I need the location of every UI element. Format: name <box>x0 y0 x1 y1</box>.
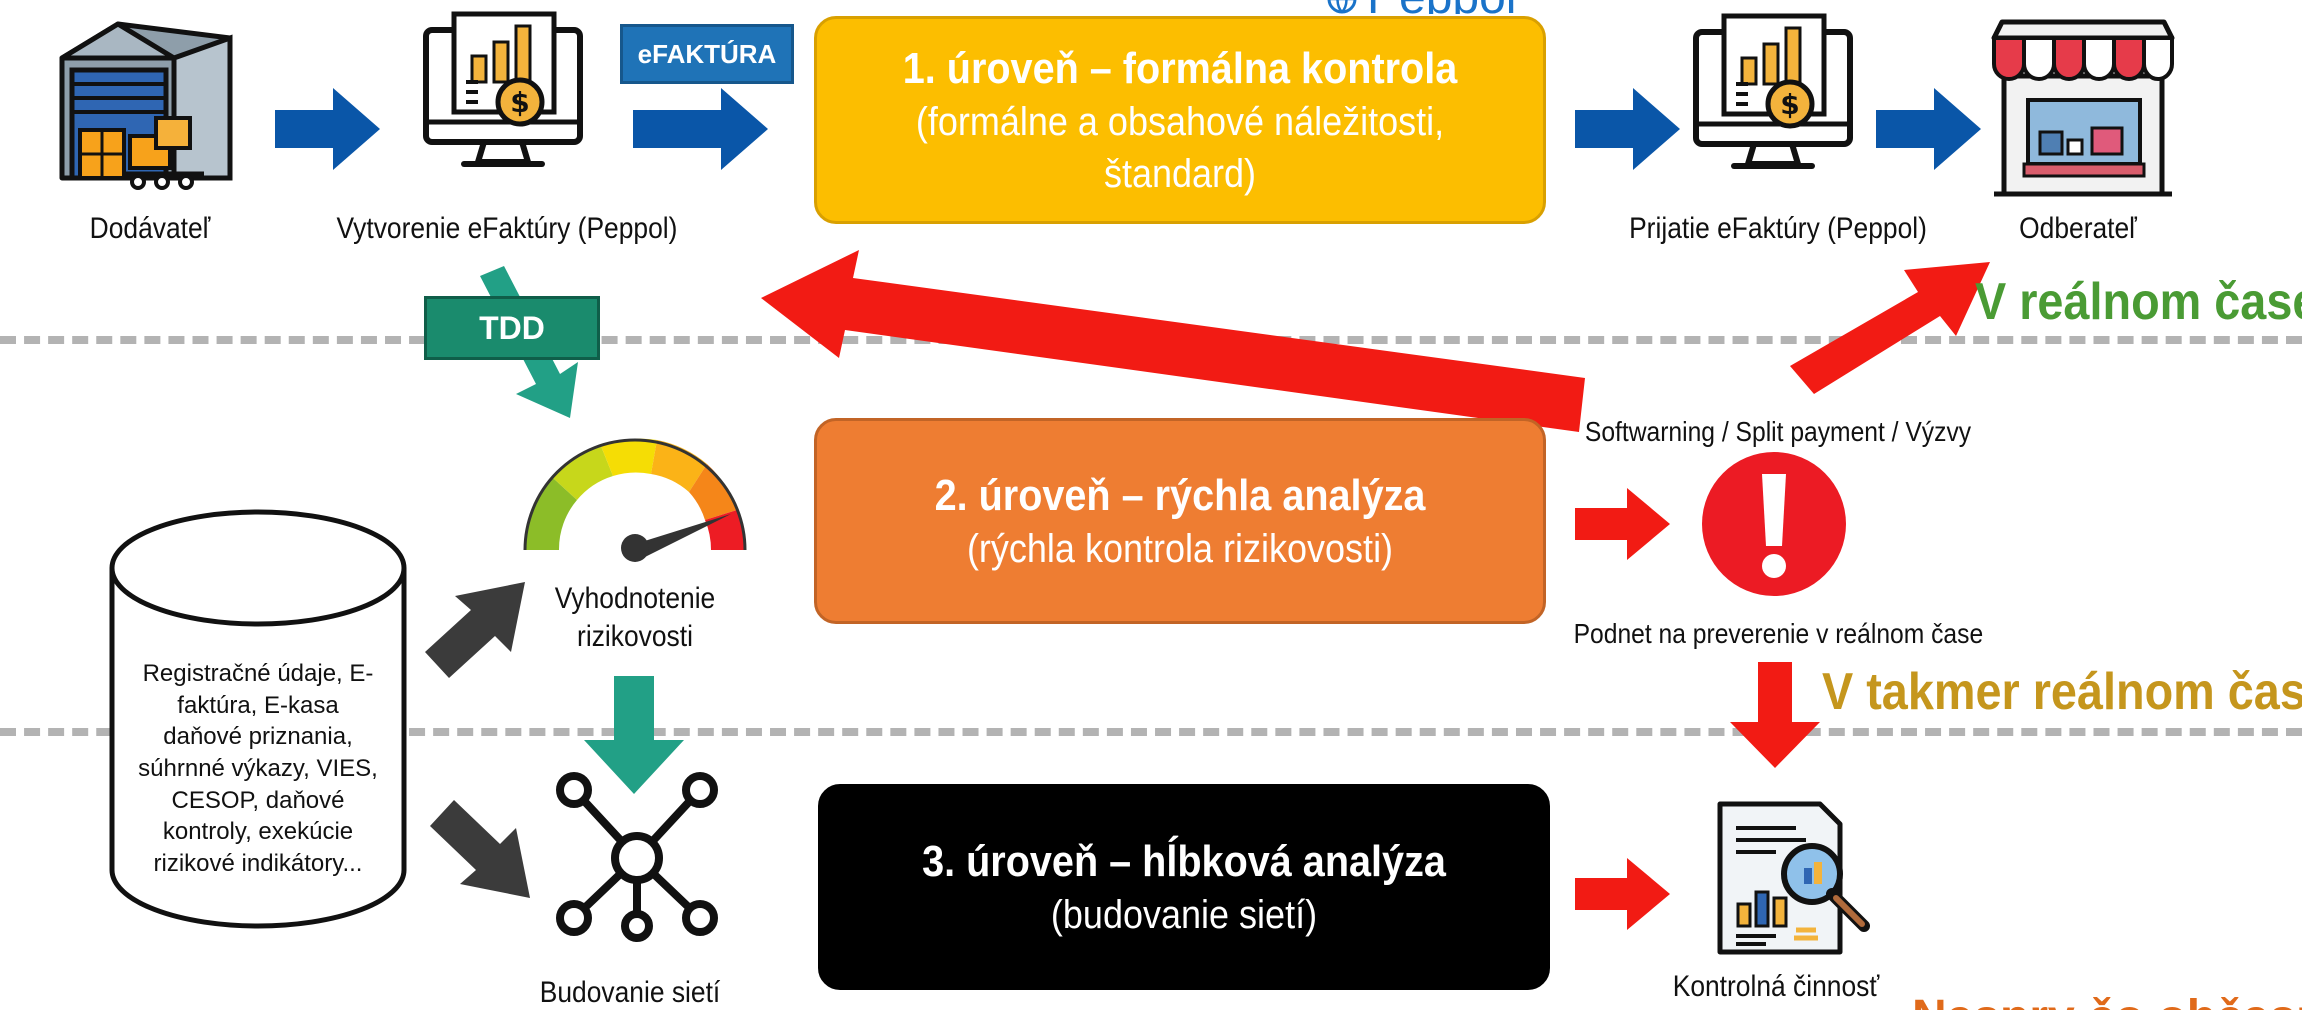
arrow-right-icon <box>275 88 380 170</box>
peppol-logo-text: Peppol <box>1367 0 1516 14</box>
shop-icon <box>1991 19 2175 197</box>
peppol-globe-icon <box>1327 0 1357 14</box>
warehouse-icon <box>59 21 233 190</box>
arrow-down-icon <box>1730 662 1820 768</box>
svg-text:$: $ <box>1780 88 1799 121</box>
level-3-box: 3. úroveň – hĺbková analýza (budovanie s… <box>818 784 1550 990</box>
level-1-subtitle: (formálne a obsahové náležitosti, štanda… <box>915 99 1445 196</box>
network-icon <box>556 772 718 942</box>
risk-evaluation-label: Vyhodnotenie rizikovosti <box>554 582 716 653</box>
level-1-box: 1. úroveň – formálna kontrola (formálne … <box>814 16 1546 224</box>
level-2-title: 2. úroveň – rýchla analýza <box>934 470 1426 520</box>
arrow-up-right-icon <box>425 582 525 678</box>
cut-text: Nasprv čo občasné <box>1912 990 2302 1010</box>
supplier-label: Dodávateľ <box>89 212 211 245</box>
alert-label: Podnet na preverenie v reálnom čase <box>1573 618 1984 649</box>
level-3-subtitle: (budovanie sietí) <box>1050 892 1318 937</box>
arrow-right-icon <box>1575 88 1680 170</box>
warnings-label: Softwarning / Split payment / Výzvy <box>1584 416 1972 447</box>
control-label: Kontrolná činnosť <box>1672 970 1880 1003</box>
arrow-right-icon <box>1575 488 1670 560</box>
peppol-logo: Peppol <box>1325 0 1565 14</box>
database-text: Registračné údaje, E-faktúra, E-kasa daň… <box>138 660 378 878</box>
monitor-invoice-icon: $ <box>423 11 583 167</box>
realtime-label: V reálnom čase <box>1975 273 2302 331</box>
cut-text-content: Nasprv čo občasné <box>1912 990 2302 1010</box>
separator-bottom <box>0 728 2302 736</box>
network-label: Budovanie sietí <box>539 976 721 1009</box>
svg-text:$: $ <box>510 86 529 119</box>
arrow-right-icon <box>1575 858 1670 930</box>
monitor-invoice-icon: $ <box>1693 13 1853 169</box>
arrow-right-icon <box>1876 88 1981 170</box>
level-2-subtitle: (rýchla kontrola rizikovosti) <box>966 526 1394 571</box>
level-2-box: 2. úroveň – rýchla analýza (rýchla kontr… <box>814 418 1546 624</box>
near-realtime-label: V takmer reálnom čase <box>1822 663 2302 721</box>
alert-icon <box>1702 452 1846 596</box>
create-invoice-label: Vytvorenie eFaktúry (Peppol) <box>336 212 678 245</box>
database-icon <box>109 509 407 929</box>
efaktura-tag: eFAKTÚRA <box>620 24 794 84</box>
level-3-title: 3. úroveň – hĺbková analýza <box>922 836 1446 886</box>
arrow-up-right-icon <box>1790 262 1990 394</box>
customer-label: Odberateľ <box>2019 212 2137 245</box>
arrow-right-icon <box>633 88 768 170</box>
level-1-title: 1. úroveň – formálna kontrola <box>902 43 1458 93</box>
arrow-back-icon <box>761 250 1585 432</box>
gauge-icon <box>523 438 747 562</box>
arrow-down-right-icon <box>430 800 530 898</box>
arrow-down-icon <box>584 676 684 794</box>
tdd-tag: TDD <box>424 296 600 360</box>
receive-invoice-label: Prijatie eFaktúry (Peppol) <box>1629 212 1927 245</box>
report-icon <box>1717 801 1870 955</box>
